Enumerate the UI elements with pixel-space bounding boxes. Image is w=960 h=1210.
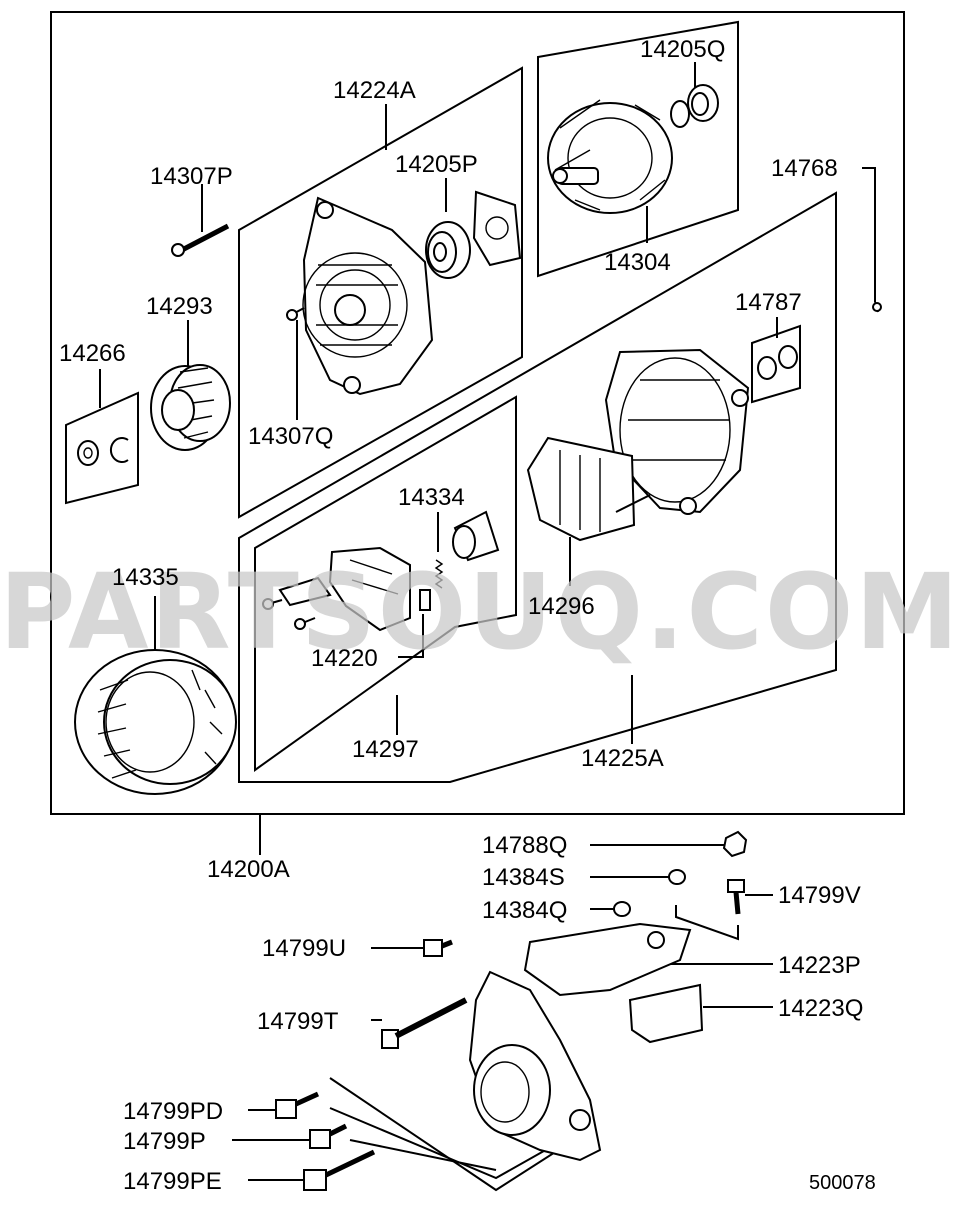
- part-label-14296: 14296: [528, 593, 595, 620]
- front-bearing-drawing: [425, 221, 471, 279]
- alternator-assembly-frame: [50, 11, 905, 815]
- washer-nut-kit-drawing: [77, 437, 129, 466]
- part-label-14788q: 14788Q: [482, 832, 567, 859]
- through-bolt-14307p-drawing: [171, 223, 230, 257]
- part-label-14799u: 14799U: [262, 935, 346, 962]
- part-label-14787: 14787: [735, 289, 802, 316]
- regulator-drawing: [262, 546, 411, 632]
- pulley-drawing: [150, 364, 231, 451]
- part-label-14384q: 14384Q: [482, 897, 567, 924]
- part-label-14307p: 14307P: [150, 163, 233, 190]
- part-label-14266: 14266: [59, 340, 126, 367]
- part-label-14220: 14220: [311, 645, 378, 672]
- part-label-14200a: 14200A: [207, 856, 290, 883]
- part-label-14223q: 14223Q: [778, 995, 863, 1022]
- part-label-14334: 14334: [398, 484, 465, 511]
- washer-kit-frame: [65, 391, 139, 505]
- rear-bracket-drawing: [604, 348, 750, 515]
- part-label-14799t: 14799T: [257, 1008, 339, 1035]
- part-label-14799pd: 14799PD: [123, 1098, 223, 1125]
- rectifier-drawing: [526, 436, 651, 542]
- part-label-14297: 14297: [352, 736, 419, 763]
- part-label-14307q: 14307Q: [248, 423, 333, 450]
- screw-14768-drawing: [872, 301, 882, 313]
- part-label-14384s: 14384S: [482, 864, 565, 891]
- part-label-14225a: 14225A: [581, 745, 664, 772]
- front-bracket-frame: [238, 66, 523, 519]
- rear-bearing-drawing: [670, 84, 719, 128]
- diagram-code: 500078: [809, 1172, 876, 1194]
- rotor-frame: [537, 20, 739, 278]
- part-label-14293: 14293: [146, 293, 213, 320]
- part-label-14224a: 14224A: [333, 77, 416, 104]
- part-label-14205p: 14205P: [395, 151, 478, 178]
- part-label-14768: 14768: [771, 155, 838, 182]
- alternator-bracket-drawing: [468, 922, 704, 1162]
- rear-bracket-frame: [238, 191, 837, 783]
- part-label-14223p: 14223P: [778, 952, 861, 979]
- watermark: PARTSOUQ.COM: [0, 551, 960, 673]
- part-label-14799pe: 14799PE: [123, 1168, 222, 1195]
- nut-14787-drawing: [757, 345, 798, 380]
- rotor-drawing: [547, 99, 673, 214]
- hardware-drawing: [275, 830, 748, 1191]
- bearing-retainer-drawing: [472, 190, 522, 267]
- spring-brush-drawing: [419, 559, 444, 611]
- regulator-frame: [254, 395, 517, 772]
- part-label-14304: 14304: [604, 249, 671, 276]
- brush-holder-cap-drawing: [452, 510, 500, 562]
- nut-kit-frame: [751, 324, 801, 404]
- screw-14307q-drawing: [286, 307, 305, 321]
- part-label-14799p: 14799P: [123, 1128, 206, 1155]
- part-label-14205q: 14205Q: [640, 36, 725, 63]
- part-label-14335: 14335: [112, 564, 179, 591]
- front-bracket-drawing: [302, 196, 434, 396]
- stator-drawing: [74, 649, 237, 795]
- part-label-14799v: 14799V: [778, 882, 861, 909]
